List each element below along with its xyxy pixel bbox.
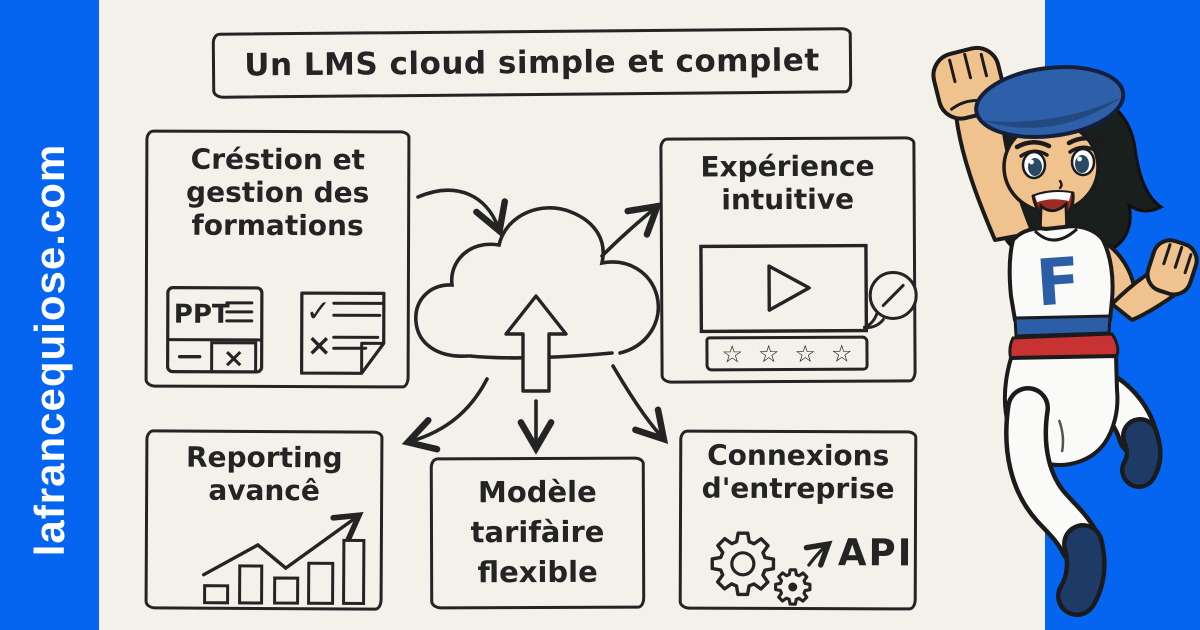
eyebrows — [1014, 136, 1103, 150]
pricing-title: Modèle tarifàire flexible — [470, 474, 605, 590]
feature-box-connections: Connexions d'entreprise API — [678, 429, 918, 611]
page-title: Un LMS cloud simple et complet — [244, 42, 820, 84]
left-blue-bar: lafrancequiose.com — [0, 0, 99, 630]
tank-top — [1007, 224, 1115, 322]
mascot-illustration: F — [931, 45, 1199, 617]
feature-box-reporting: Reporting avancê — [144, 429, 384, 611]
arrow-cloud-to-experience — [600, 202, 663, 258]
nose — [1058, 179, 1063, 190]
feature-box-creation: Créstion et gestion des formations PPT ×… — [144, 129, 411, 389]
back-boot — [1124, 421, 1159, 485]
star-icon: ☆ — [757, 339, 780, 368]
watermark-url: lafrancequiose.com — [26, 143, 73, 557]
cross-icon: × — [307, 328, 332, 363]
jersey-letter: F — [1034, 245, 1083, 322]
rating-bar: ☆ ☆ ☆ ☆ — [705, 335, 869, 372]
close-icon: × — [223, 344, 245, 374]
beret — [974, 65, 1126, 139]
video-player-icon — [699, 243, 918, 334]
connections-title: Connexions d'entreprise — [701, 438, 895, 506]
gears-icon — [710, 531, 833, 606]
star-icon: ☆ — [721, 339, 744, 368]
arrow-cloud-to-connections — [611, 364, 669, 445]
feature-box-experience: Expérience intuitive ☆ ☆ ☆ ☆ — [659, 136, 918, 384]
api-arrow-icon — [803, 540, 833, 568]
play-icon — [767, 264, 811, 312]
front-leg — [1004, 386, 1107, 617]
title-box: Un LMS cloud simple et complet — [211, 27, 853, 99]
bar-chart-icon — [202, 512, 366, 606]
feature-box-pricing: Modèle tarifàire flexible — [429, 456, 646, 610]
experience-title: Expérience intuitive — [700, 149, 875, 217]
ppt-file-icon: PPT × — [166, 286, 264, 374]
cloud-upload-icon — [414, 206, 660, 393]
right-fist — [1145, 238, 1199, 297]
check-icon: ✓ — [306, 294, 331, 329]
trend-arrow-icon — [202, 512, 364, 577]
upload-arrow-icon — [504, 294, 568, 393]
ppt-label: PPT — [174, 300, 230, 330]
neckline — [1033, 227, 1079, 242]
arrow-cloud-to-reporting — [401, 377, 489, 453]
creation-title: Créstion et gestion des formations — [186, 142, 370, 243]
star-icon: ☆ — [794, 339, 817, 368]
eyes — [1019, 145, 1098, 180]
speech-bubble-icon — [862, 270, 918, 330]
front-boot — [1060, 527, 1103, 613]
arrow-creation-to-cloud — [416, 188, 508, 238]
checklist-icon: ✓ × — [300, 291, 386, 375]
reporting-title: Reporting avancê — [185, 440, 343, 508]
star-icon: ☆ — [830, 339, 853, 368]
belt-blue — [1013, 314, 1112, 338]
